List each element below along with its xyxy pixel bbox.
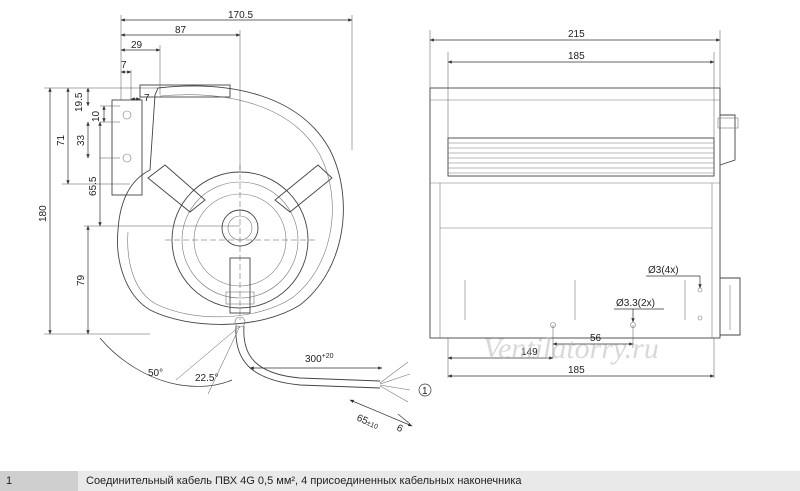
- callout-circle: [418, 383, 432, 397]
- dim-7-top: 7: [121, 60, 127, 71]
- dim-33: 33: [76, 134, 87, 146]
- legend-row: 1 Соединительный кабель ПВХ 4G 0,5 мм², …: [0, 471, 800, 491]
- angle-22-5: 22.5°: [195, 373, 218, 384]
- dim-215: 215: [568, 29, 585, 40]
- callout-1: 1: [422, 386, 428, 397]
- dim-180: 180: [38, 205, 49, 222]
- hole-callout-2x: Ø3.3(2x): [616, 298, 655, 309]
- hole-callout-4x: Ø3(4x): [648, 265, 679, 276]
- watermark-logo: Ventilatorry.ru: [483, 332, 659, 365]
- dim-19-5: 19.5: [74, 92, 85, 112]
- dim-185-top: 185: [568, 51, 585, 62]
- legend-number: 1: [0, 471, 78, 491]
- dim-cable-300: 300+20: [305, 353, 334, 365]
- dim-149: 149: [521, 347, 538, 358]
- dim-87: 87: [175, 25, 187, 36]
- dim-strip-6: 6: [395, 423, 405, 435]
- dim-7-small: 7: [144, 93, 150, 104]
- dim-65-5: 65.5: [88, 176, 99, 196]
- dim-79: 79: [76, 274, 87, 286]
- technical-drawing: 170.5 87 29 7 7 180 71 19.5 10 33 65.5 7…: [38, 10, 741, 435]
- dim-71: 71: [56, 134, 67, 146]
- front-view: 170.5 87 29 7 7 180 71 19.5 10 33 65.5 7…: [38, 10, 432, 435]
- legend-text: Соединительный кабель ПВХ 4G 0,5 мм², 4 …: [86, 475, 522, 487]
- dim-56: 56: [590, 333, 602, 344]
- dim-185-bottom: 185: [568, 365, 585, 376]
- side-view: 215 185 149 56 185 Ø3(4x) Ø3.3(2x): [429, 29, 741, 378]
- dim-29: 29: [131, 40, 143, 51]
- dim-10: 10: [91, 110, 102, 122]
- angle-50: 50°: [148, 368, 163, 379]
- dim-strip-65: 65±10: [355, 413, 380, 432]
- dim-170-5: 170.5: [228, 10, 253, 21]
